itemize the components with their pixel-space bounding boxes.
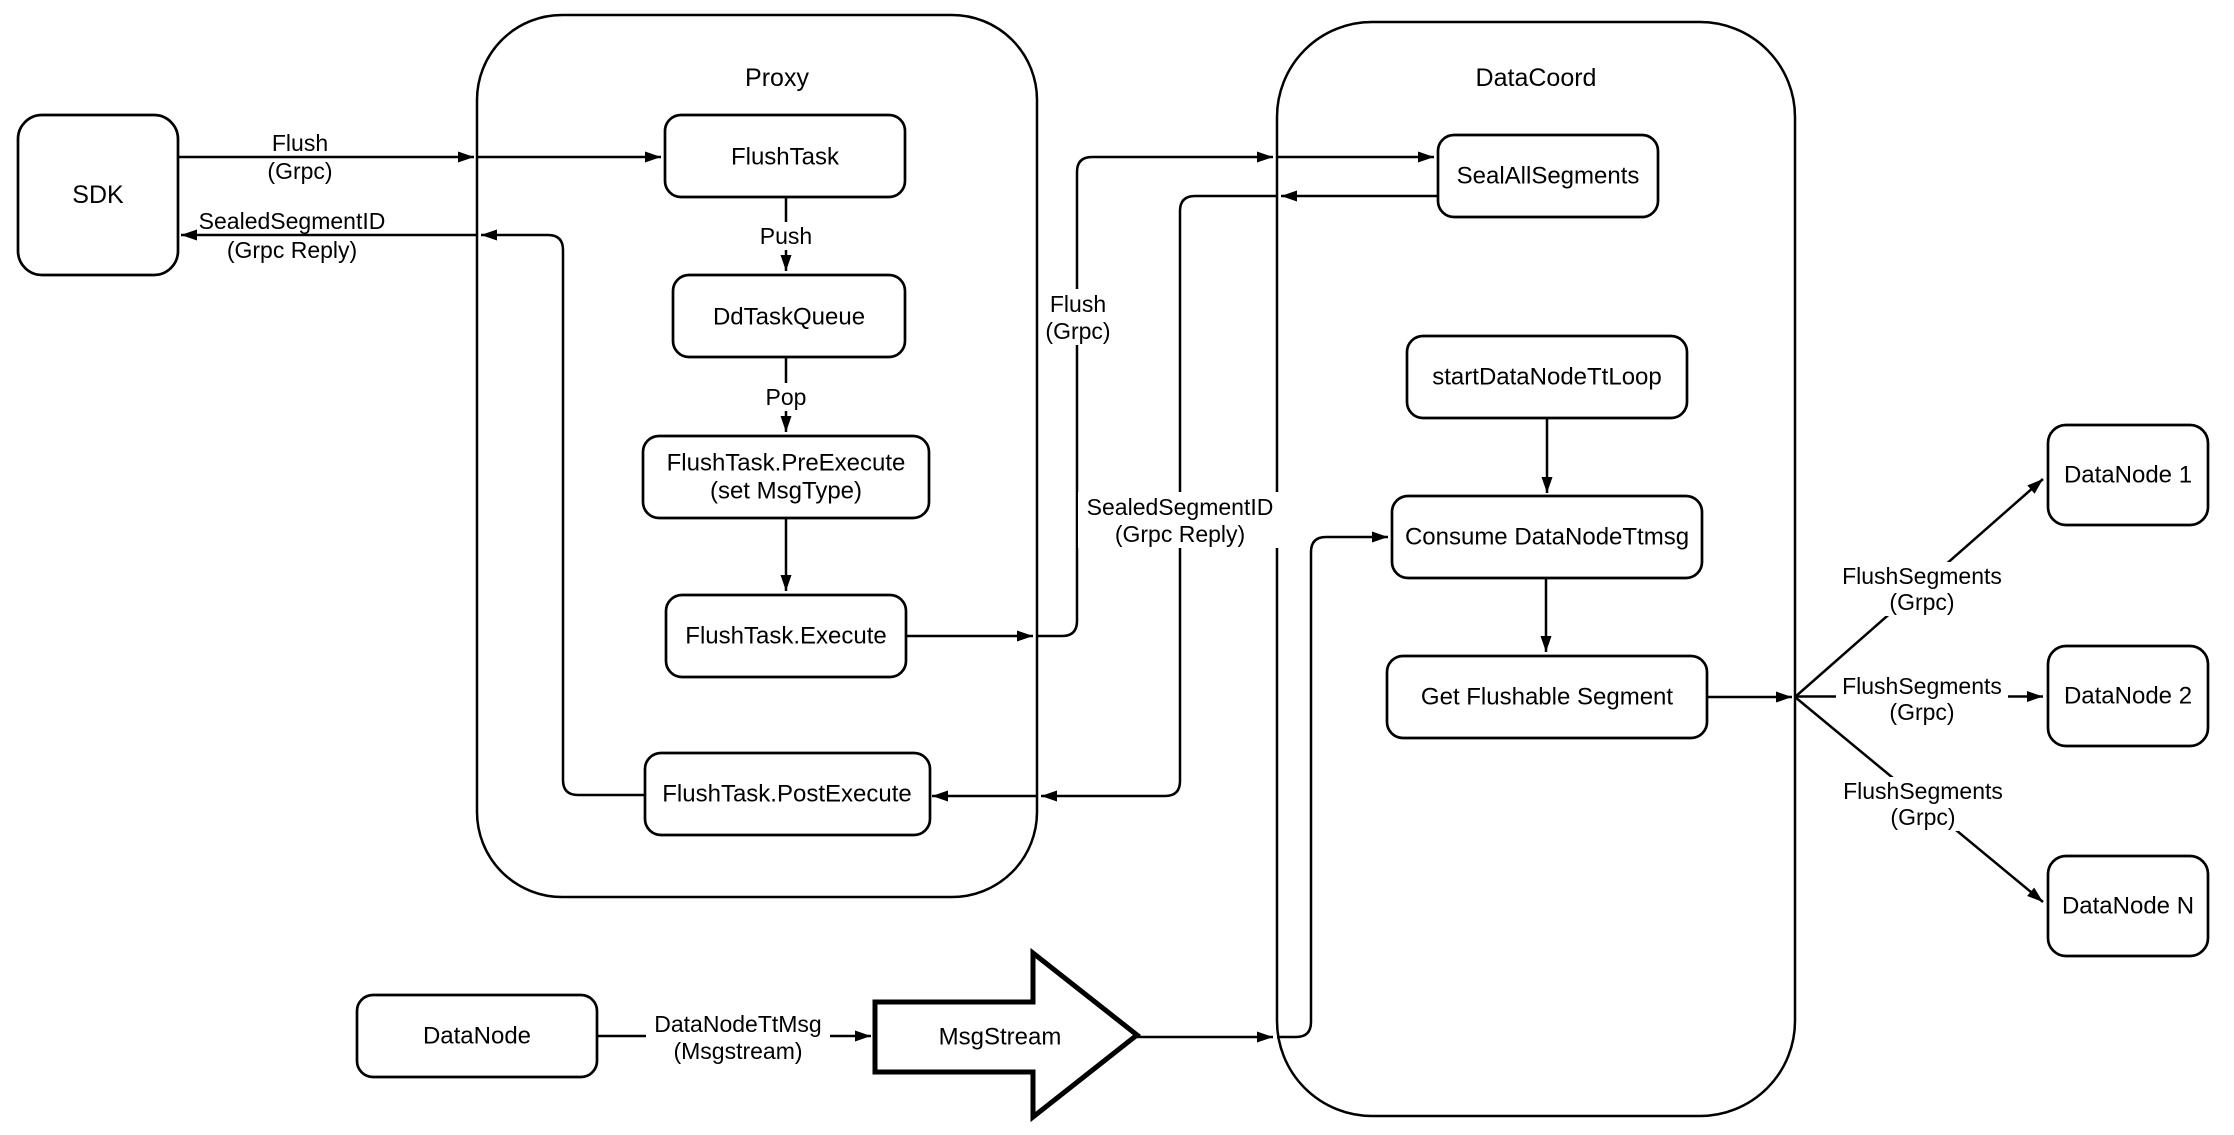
node-msgstream-label: MsgStream <box>939 1024 1062 1051</box>
label-push: Push <box>752 222 820 250</box>
edge-postexecute-to-proxy-edge <box>481 229 645 797</box>
node-flushtask-execute-label: FlushTask.Execute <box>685 623 886 650</box>
node-flushtask: FlushTask <box>663 113 907 199</box>
label-datanodettmsg-line1: DataNodeTtMsg <box>654 1011 821 1037</box>
msgstream-arrow-shape <box>872 947 1142 1123</box>
node-datanode-2-box <box>2046 644 2210 748</box>
node-sdk-label: SDK <box>72 181 124 209</box>
node-datanode-1-box <box>2046 423 2210 527</box>
edge-proxy-to-datacoord-flush <box>1037 151 1273 638</box>
label-flush-proxy-to-datacoord: Flush (Grpc) <box>1040 289 1115 345</box>
node-startdatanodettloop: startDataNodeTtLoop <box>1405 334 1689 420</box>
node-datanode-n-label: DataNode N <box>2062 893 2194 920</box>
node-sealallsegments: SealAllSegments <box>1436 133 1660 219</box>
label-pop-bg <box>757 383 815 411</box>
datacoord-container <box>1275 20 1797 1118</box>
label-flushsegments-1-line1: FlushSegments <box>1842 563 2002 589</box>
node-flushtask-preexecute-label-line2: (set MsgType) <box>710 478 862 505</box>
node-ddtaskqueue-label: DdTaskQueue <box>713 304 865 331</box>
label-datanodettmsg-line2: (Msgstream) <box>673 1038 802 1064</box>
node-flushtask-preexecute: FlushTask.PreExecute (set MsgType) <box>641 434 931 520</box>
datacoord-container-title: DataCoord <box>1476 64 1597 92</box>
node-get-flushable-segment: Get Flushable Segment <box>1385 654 1709 740</box>
node-flushtask-preexecute-label-line1: FlushTask.PreExecute <box>667 450 906 477</box>
label-sealed-datacoord-to-proxy: SealedSegmentID (Grpc Reply) <box>1078 492 1282 548</box>
label-flush-sdk-line2: (Grpc) <box>267 158 332 184</box>
label-flushsegments-3-bg <box>1837 777 2009 831</box>
label-flushsegments-2-line1: FlushSegments <box>1842 673 2002 699</box>
label-flush-mid-line1: Flush <box>1050 291 1106 317</box>
node-consume-datanodettmsg-box <box>1390 494 1704 580</box>
node-datanode-box <box>355 993 599 1079</box>
edge-datacoord-edge-to-consume <box>1277 531 1388 1039</box>
node-datanode-n-box <box>2046 854 2210 958</box>
label-pop: Pop <box>757 383 815 411</box>
label-sealed-sdk-line2: (Grpc Reply) <box>227 237 357 263</box>
label-flush-mid-bg <box>1040 289 1115 345</box>
node-datanode-2: DataNode 2 <box>2046 644 2210 748</box>
label-flushsegments-2: FlushSegments (Grpc) <box>1836 672 2008 726</box>
node-flushtask-execute: FlushTask.Execute <box>664 593 908 679</box>
label-flushsegments-1-line2: (Grpc) <box>1889 589 1954 615</box>
node-consume-datanodettmsg: Consume DataNodeTtmsg <box>1390 494 1704 580</box>
label-push-text: Push <box>760 223 812 249</box>
label-sealed-proxy-to-sdk: SealedSegmentID (Grpc Reply) <box>199 208 386 263</box>
label-sealed-mid-line2: (Grpc Reply) <box>1115 521 1245 547</box>
node-startdatanodettloop-box <box>1405 334 1689 420</box>
label-datanodettmsg-bg <box>646 1011 830 1065</box>
label-sealed-mid-bg <box>1078 492 1282 548</box>
label-flushsegments-3-line1: FlushSegments <box>1843 778 2003 804</box>
label-flushsegments-2-line2: (Grpc) <box>1889 699 1954 725</box>
label-pop-text: Pop <box>766 384 807 410</box>
node-flushtask-box <box>663 113 907 199</box>
node-ddtaskqueue: DdTaskQueue <box>671 273 907 359</box>
node-flushtask-postexecute: FlushTask.PostExecute <box>643 751 932 837</box>
label-datanodettmsg: DataNodeTtMsg (Msgstream) <box>646 1011 830 1065</box>
proxy-container <box>475 13 1039 899</box>
node-consume-datanodettmsg-label: Consume DataNodeTtmsg <box>1405 524 1689 551</box>
node-flushtask-label: FlushTask <box>731 144 840 171</box>
node-flushtask-postexecute-label: FlushTask.PostExecute <box>662 781 911 808</box>
label-flushsegments-1: FlushSegments (Grpc) <box>1836 562 2008 616</box>
label-flushsegments-2-bg <box>1836 672 2008 726</box>
node-datanode: DataNode <box>355 993 599 1079</box>
label-push-bg <box>752 222 820 250</box>
node-flushtask-preexecute-box <box>641 434 931 520</box>
label-flush-sdk-to-proxy: Flush (Grpc) <box>267 130 332 184</box>
proxy-container-title: Proxy <box>745 64 809 92</box>
node-datanode-2-label: DataNode 2 <box>2064 683 2192 710</box>
label-flushsegments-3-line2: (Grpc) <box>1890 804 1955 830</box>
label-sealed-sdk-line1: SealedSegmentID <box>199 208 386 234</box>
label-sealed-mid-line1: SealedSegmentID <box>1087 494 1274 520</box>
node-flushtask-execute-box <box>664 593 908 679</box>
node-datanode-1: DataNode 1 <box>2046 423 2210 527</box>
node-sdk-box <box>16 113 180 277</box>
node-startdatanodettloop-label: startDataNodeTtLoop <box>1432 364 1661 391</box>
node-sealallsegments-box <box>1436 133 1660 219</box>
node-msgstream: MsgStream <box>872 947 1142 1123</box>
node-get-flushable-segment-label: Get Flushable Segment <box>1421 684 1673 711</box>
node-ddtaskqueue-box <box>671 273 907 359</box>
node-datanode-1-label: DataNode 1 <box>2064 462 2192 489</box>
node-sealallsegments-label: SealAllSegments <box>1457 163 1640 190</box>
node-datanode-n: DataNode N <box>2046 854 2210 958</box>
label-flushsegments-1-bg <box>1836 562 2008 616</box>
node-get-flushable-segment-box <box>1385 654 1709 740</box>
node-flushtask-postexecute-box <box>643 751 932 837</box>
label-flush-sdk-line1: Flush <box>272 130 328 156</box>
label-flushsegments-3: FlushSegments (Grpc) <box>1837 777 2009 831</box>
node-datanode-label: DataNode <box>423 1023 531 1050</box>
node-sdk: SDK <box>16 113 180 277</box>
label-flush-mid-line2: (Grpc) <box>1045 318 1110 344</box>
